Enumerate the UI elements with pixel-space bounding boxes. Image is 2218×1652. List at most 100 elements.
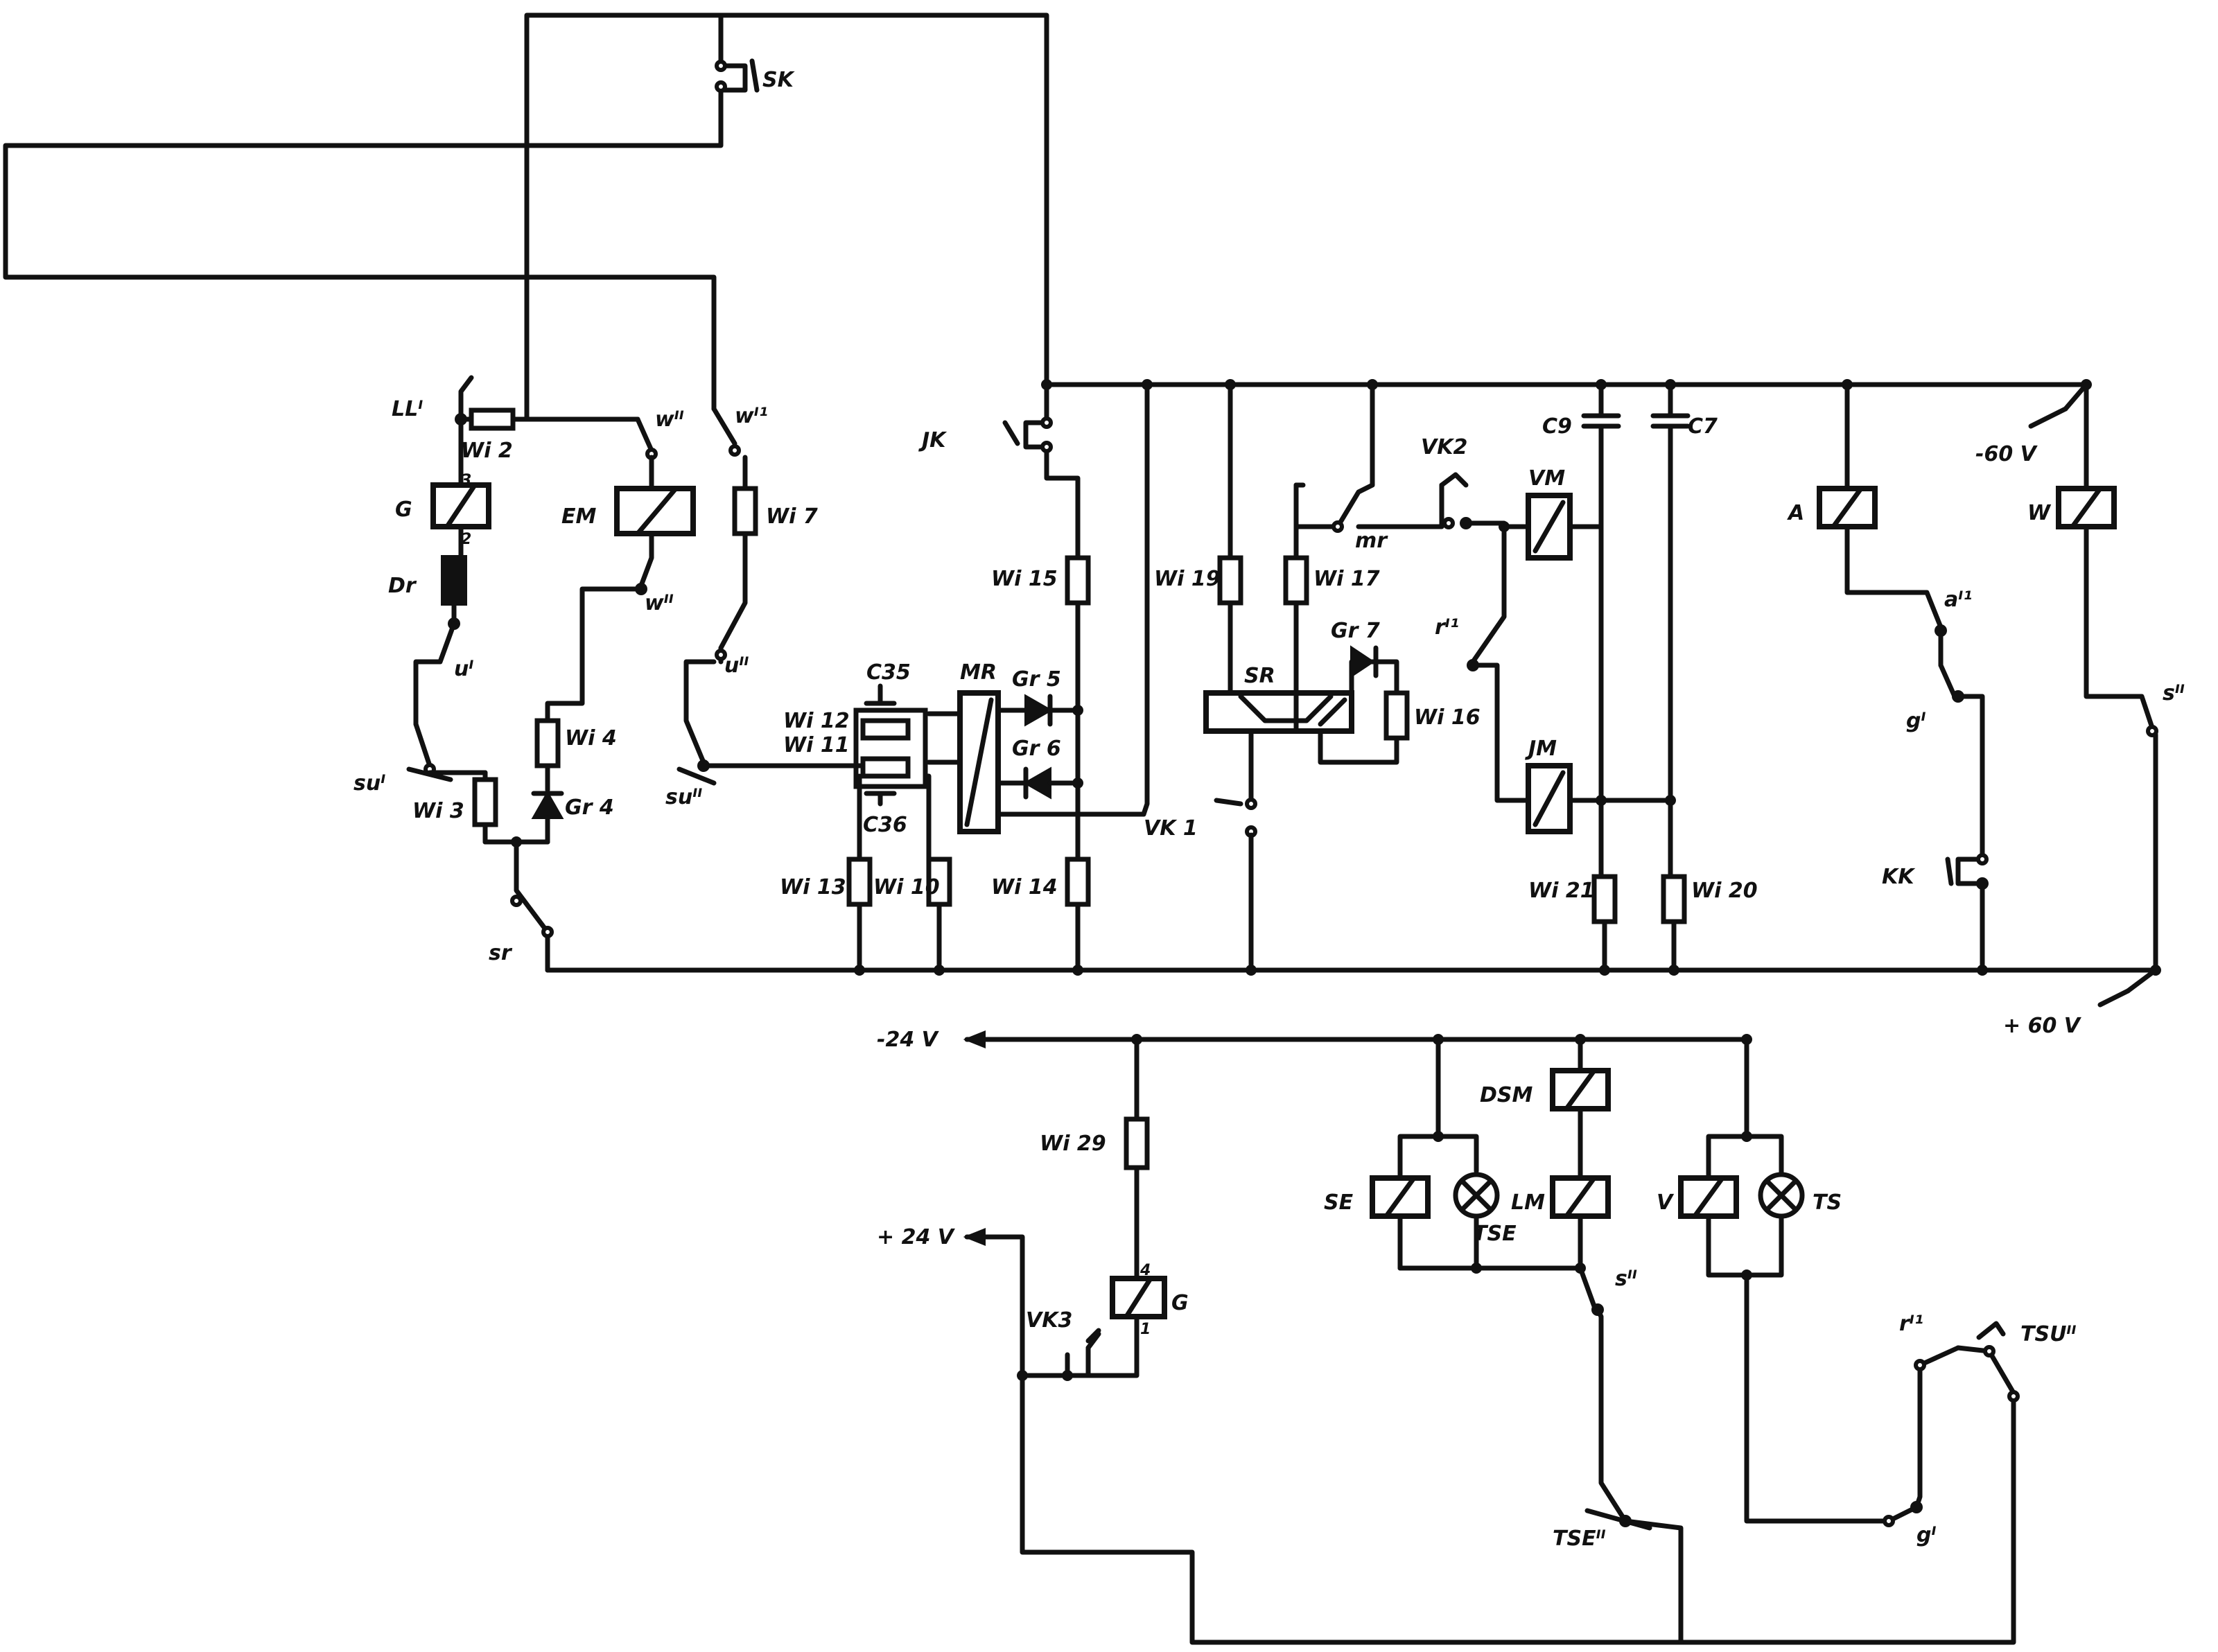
label-vk3: VK3 <box>1026 1308 1072 1333</box>
main-bus: -60 V <box>1041 379 2092 466</box>
sk-contact: SK <box>715 58 796 93</box>
label-plus60: + 60 V <box>2003 1014 2082 1038</box>
label-ts: TS <box>1813 1190 1842 1215</box>
resistor-wi16 <box>1383 690 1410 741</box>
label-wi14: Wi 14 <box>991 875 1058 899</box>
label-wi2: Wi 2 <box>461 439 513 463</box>
resistor-wi29 <box>1124 1116 1150 1170</box>
resistor-wi13 <box>846 856 873 907</box>
label-gr6: Gr 6 <box>1012 737 1061 761</box>
bottom-bus: + 60 V <box>545 965 2161 1038</box>
diode-gr4 <box>531 790 564 819</box>
label-mr: MR <box>960 660 997 685</box>
label-sr-relay: SR <box>1244 664 1275 688</box>
resistor-wi15 <box>1065 555 1091 606</box>
label-g2-relay: G <box>1171 1291 1189 1315</box>
label-mr-contact: mr <box>1355 529 1388 553</box>
label-wi19: Wi 19 <box>1154 567 1221 591</box>
resistor-wi20 <box>1661 874 1687 924</box>
resistor-wi21 <box>1591 874 1618 924</box>
diode-gr5 <box>1024 694 1054 727</box>
sr-group: Wi 19 SR VK 1 Wi 17 Gr 7 Wi 16 mr <box>1144 382 1481 973</box>
label-minus24: -24 V <box>877 1028 940 1052</box>
label-wi20: Wi 20 <box>1691 879 1758 903</box>
label-sii: sᴵᴵ <box>2163 681 2185 705</box>
resistor-wi12 <box>860 718 911 741</box>
label-pin3: 3 <box>461 472 471 489</box>
resistor-wi19 <box>1217 555 1243 606</box>
choke-dr <box>441 555 467 606</box>
label-pin1: 1 <box>1140 1321 1151 1338</box>
label-wii: wᴵᴵ <box>655 407 684 432</box>
label-jk: JK <box>918 428 948 452</box>
diode-gr6 <box>1022 766 1051 800</box>
w-relay-group: W sᴵᴵ <box>2027 382 2185 973</box>
label-wi10: Wi 10 <box>873 875 940 899</box>
label-gr7: Gr 7 <box>1331 619 1380 643</box>
em-branch: wᴵᴵ EM wᴵᴵ Wi 4 Gr 4 <box>524 407 696 845</box>
label-wi17: Wi 17 <box>1313 567 1380 591</box>
label-sr-contact: sr <box>489 941 513 965</box>
label-kk: KK <box>1882 865 1916 889</box>
label-sk: SK <box>762 68 796 92</box>
label-vk1: VK 1 <box>1144 816 1198 841</box>
resistor-wi17 <box>1283 555 1309 606</box>
label-wi1: wᴵ¹ <box>735 404 768 428</box>
label-se: SE <box>1324 1190 1354 1215</box>
resistor-wi3 <box>472 777 498 827</box>
label-gi: gᴵ <box>1906 709 1926 733</box>
label-vk2: VK2 <box>1421 435 1467 459</box>
relay-g2 <box>1110 1276 1167 1319</box>
label-dr: Dr <box>388 574 417 598</box>
label-w-relay: W <box>2027 501 2052 525</box>
label-uii: uᴵᴵ <box>724 653 749 678</box>
label-c36: C36 <box>863 813 907 837</box>
label-tsuii: TSUᴵᴵ <box>2020 1322 2077 1346</box>
label-ri1: rᴵ¹ <box>1435 615 1459 640</box>
label-a-relay: A <box>1787 501 1804 525</box>
label-minus60: -60 V <box>1975 442 2038 466</box>
label-em: EM <box>561 504 596 529</box>
label-gr5: Gr 5 <box>1012 667 1061 692</box>
label-wi11: Wi 11 <box>783 733 850 757</box>
resistor-wi11 <box>860 756 911 779</box>
label-wi3: Wi 3 <box>412 799 464 823</box>
label-tseii: TSEᴵᴵ <box>1553 1527 1606 1551</box>
label-lli: LLᴵ <box>392 397 423 421</box>
label-wi21: Wi 21 <box>1528 879 1595 903</box>
label-pin4: 4 <box>1139 1262 1151 1279</box>
resistor-wi2 <box>469 407 516 431</box>
label-ai1: aᴵ¹ <box>1944 588 1972 612</box>
label-wii-b: wᴵᴵ <box>645 591 674 615</box>
label-suii: suᴵᴵ <box>665 785 702 809</box>
left-branch: LLᴵ Wi 2 G 3 2 Dr uᴵ suᴵ Wi 3 sr <box>353 375 554 973</box>
label-wi13: Wi 13 <box>780 875 846 899</box>
label-c7: C7 <box>1688 414 1718 439</box>
label-pin2: 2 <box>461 531 471 548</box>
label-wi16: Wi 16 <box>1414 705 1481 730</box>
label-wi4: Wi 4 <box>565 726 617 750</box>
relay-sr <box>1203 690 1354 734</box>
a-relay-group: A aᴵ¹ gᴵ KK <box>1787 382 1989 973</box>
label-c35: C35 <box>866 660 911 685</box>
label-lm: LM <box>1511 1190 1545 1215</box>
label-sui: suᴵ <box>353 771 385 796</box>
label-c9: C9 <box>1542 414 1572 439</box>
label-jm: JM <box>1525 737 1557 761</box>
top-loop-wires <box>3 12 1049 422</box>
diode-gr7 <box>1350 645 1375 678</box>
label-dsm: DSM <box>1480 1083 1533 1107</box>
resistor-wi14 <box>1065 856 1091 907</box>
resistor-wi4 <box>534 718 561 768</box>
label-vm: VM <box>1528 466 1565 491</box>
label-wi12: Wi 12 <box>783 709 850 733</box>
label-ui: uᴵ <box>454 657 473 681</box>
vm-jm-group: VK2 VM rᴵ¹ JM C9 Wi 21 C7 Wi 20 <box>1356 382 1758 973</box>
label-wi15: Wi 15 <box>991 567 1058 591</box>
lower-circuit: -24 V Wi 29 4 G 1 VK3 + 24 V SE <box>877 1028 2077 1645</box>
resistor-wi7 <box>732 486 758 536</box>
label-gi2: gᴵ <box>1916 1523 1937 1547</box>
label-wi7: Wi 7 <box>766 504 818 529</box>
label-tse: TSE <box>1473 1222 1517 1246</box>
